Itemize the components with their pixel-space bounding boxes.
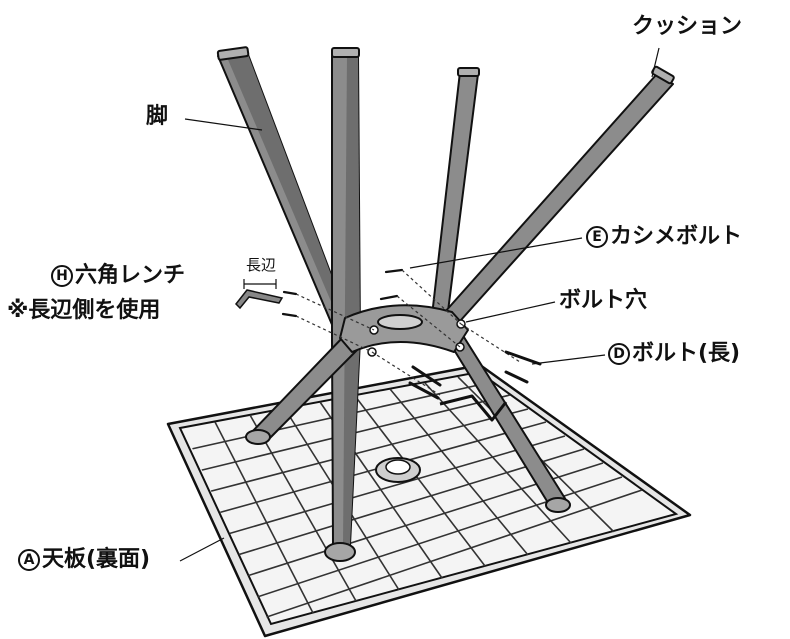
insertion-guides	[295, 269, 521, 396]
part-badge-h: H	[51, 265, 73, 287]
leader-lines	[179, 47, 660, 562]
label-hex-wrench-text: 六角レンチ	[75, 263, 186, 288]
label-leg: 脚	[146, 104, 169, 129]
label-caulking-bolt-text: カシメボルト	[610, 224, 743, 249]
hex-wrench-icon	[234, 289, 284, 310]
long-bolts	[408, 350, 542, 400]
hex-wrench-in-use	[439, 394, 508, 422]
foot-pad-right	[545, 497, 571, 513]
part-badge-d: D	[608, 343, 630, 365]
label-cushion: クッション	[632, 14, 743, 39]
label-long-side: 長辺	[246, 256, 277, 274]
foot-pad-left	[245, 429, 271, 445]
label-tabletop-text: 天板(裏面)	[42, 547, 151, 572]
part-badge-e: E	[586, 226, 608, 248]
foot-pads	[245, 429, 571, 562]
part-badge-a: A	[18, 549, 40, 571]
tabletop-tray	[166, 363, 692, 638]
caulking-bolts	[281, 268, 404, 318]
label-hex-wrench-note: ※長辺側を使用	[7, 298, 161, 323]
legs	[217, 51, 674, 546]
long-side-dimension	[243, 279, 277, 289]
foot-pad-front	[324, 542, 356, 562]
label-bolt-long-text: ボルト(長)	[632, 341, 741, 366]
cushions	[216, 46, 675, 85]
label-bolt-hole: ボルト穴	[559, 288, 648, 313]
